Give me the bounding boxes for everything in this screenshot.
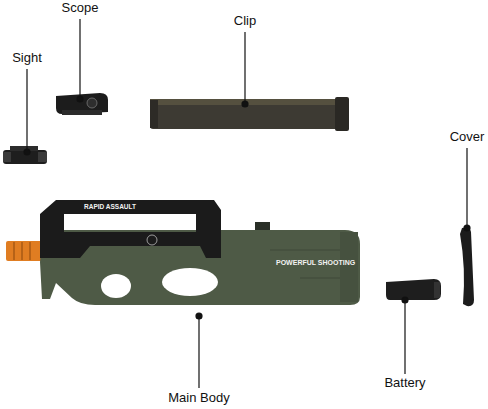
part-label: Cover xyxy=(450,130,485,145)
printed-marking: RAPID ASSAULT xyxy=(84,203,136,210)
printed-marking: POWERFUL SHOOTING xyxy=(276,259,355,267)
cover-part xyxy=(460,228,474,307)
sight-part xyxy=(3,146,47,164)
leader-lines xyxy=(24,19,470,388)
part-label: Scope xyxy=(62,1,99,16)
part-label: Main Body xyxy=(168,391,229,406)
part-label: Battery xyxy=(384,376,425,391)
battery-part xyxy=(386,279,441,300)
part-label: Sight xyxy=(12,51,42,66)
clip-part xyxy=(150,97,349,131)
main-body-part xyxy=(6,200,360,305)
part-label: Clip xyxy=(234,14,256,29)
scope-part xyxy=(56,93,108,115)
